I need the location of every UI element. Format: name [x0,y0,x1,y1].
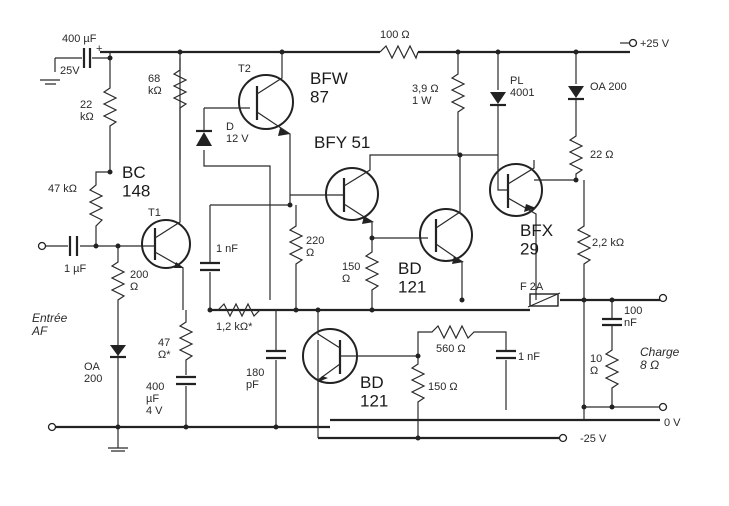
r2k2-label: 2,2 kΩ [592,237,624,249]
junctions [93,49,615,441]
resistor-47k [88,171,110,246]
input-terminal [37,241,47,251]
plus-terminal [628,38,638,48]
cap-plus-label: + [96,43,102,55]
resistor-22-right [534,130,584,181]
t2-tag: T2 [238,63,251,75]
r150-low-label: 150 Ω [428,381,458,393]
resistor-100 [379,44,419,60]
cap-100nf [602,300,622,345]
resistor-560 [417,324,516,410]
diode-oa200-right [568,52,584,130]
fuse-label: F 2A [520,281,544,293]
transistor-bfy51 [290,154,498,238]
cap-180pf [266,310,286,427]
resistor-10 [604,345,620,407]
r47k-label: 47 kΩ [48,183,77,195]
cap-400uf-label: 400 µF [62,33,97,45]
ground-rail [47,402,668,432]
output-line [210,293,668,312]
resistor-22k [102,52,118,172]
r100-label: 100 Ω [380,29,410,41]
transistor-bd121-upper [419,155,473,300]
zero-volt-terminal [658,402,668,412]
resistor-68k [172,52,188,160]
diode-pl4001 [490,52,506,155]
resistor-150-low [410,356,426,410]
input-coupling-cap [37,236,150,256]
r560-label: 560 Ω [436,343,466,355]
zener-diode [196,107,271,300]
transistor-t2 [238,52,294,205]
c1nf-right-label: 1 nF [518,351,540,363]
r1k2-label: 1,2 kΩ* [216,321,253,333]
cap-1nf-left [200,204,290,310]
resistor-1k2 [217,302,261,318]
bfy51-name: BFY 51 [314,133,370,152]
resistor-47-star [178,310,194,375]
resistor-150-mid [364,237,428,310]
transistor-bd121-lower [302,310,418,427]
transistor-bfx29 [489,155,543,300]
c1uf-label: 1 µF [64,263,87,275]
zero-v-label: 0 V [664,417,681,429]
resistor-200-left [110,246,126,330]
minus-25v-label: -25 V [580,433,607,445]
plus-25v-label: +25 V [640,38,670,50]
c1nf-left-label: 1 nF [216,243,238,255]
positive-rail [100,38,638,54]
fuse [527,292,561,308]
diode-oa200-left [108,330,128,452]
resistor-3-9 [450,52,466,155]
resistor-220 [288,205,304,310]
cap-25v-label: 25V [60,65,80,77]
oa200-right-label: OA 200 [590,81,627,93]
output-terminal [658,293,668,303]
minus-terminal [558,433,568,443]
resistor-2k2 [576,180,592,420]
cap-400uf-4v [176,375,196,427]
t1-tag: T1 [148,207,161,219]
r22-right-label: 22 Ω [590,149,614,161]
input-capacitor [40,48,110,85]
